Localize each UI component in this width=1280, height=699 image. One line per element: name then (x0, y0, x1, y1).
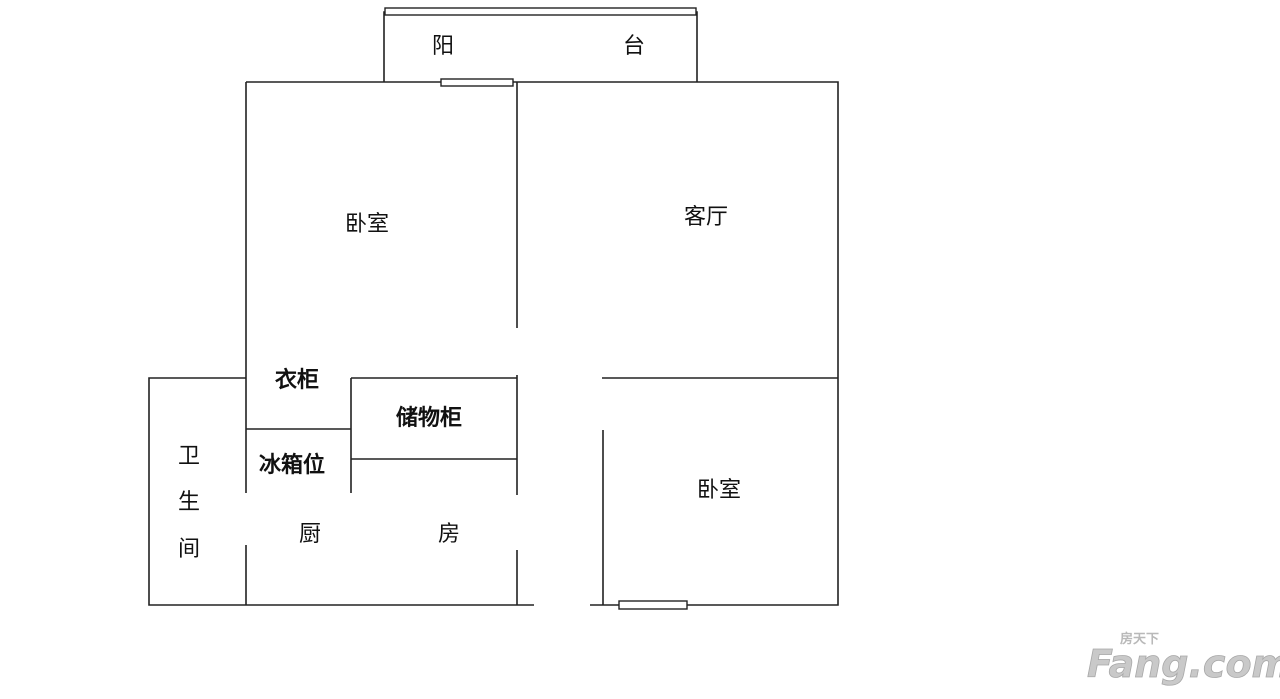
room-labels: 阳 台 卧室 客厅 衣柜 储物柜 冰箱位 厨 房 卫 生 间 卧室 (178, 34, 741, 562)
balcony-label-2: 台 (623, 34, 645, 59)
storage-cabinet-label: 储物柜 (396, 405, 462, 431)
outer-wall-top (246, 81, 839, 606)
bedroom-top-window (440, 78, 514, 87)
watermark: 房天下 Fang.com (1087, 631, 1280, 686)
watermark-brand-en: Fang.com (1087, 642, 1280, 686)
bathroom-label-3: 间 (178, 537, 200, 562)
fridge-spot-label: 冰箱位 (259, 452, 325, 478)
bathroom-wall (148, 377, 534, 606)
balcony-wall (383, 11, 698, 82)
bathroom-label-2: 生 (178, 490, 200, 515)
balcony-label-1: 阳 (432, 34, 454, 59)
bathroom-label-1: 卫 (178, 444, 200, 469)
walls (148, 11, 839, 606)
bedroom-bottom-label: 卧室 (697, 478, 741, 503)
bedroom-top-label: 卧室 (345, 212, 389, 237)
kitchen-label-2: 房 (438, 522, 460, 547)
bedroom-bottom-window (618, 600, 688, 610)
wardrobe-label: 衣柜 (275, 367, 319, 393)
kitchen-label-1: 厨 (299, 522, 321, 547)
living-room-label: 客厅 (684, 205, 728, 230)
windows (384, 7, 697, 610)
balcony-window (384, 7, 697, 16)
watermark-brand-cn: 房天下 (1120, 631, 1159, 647)
